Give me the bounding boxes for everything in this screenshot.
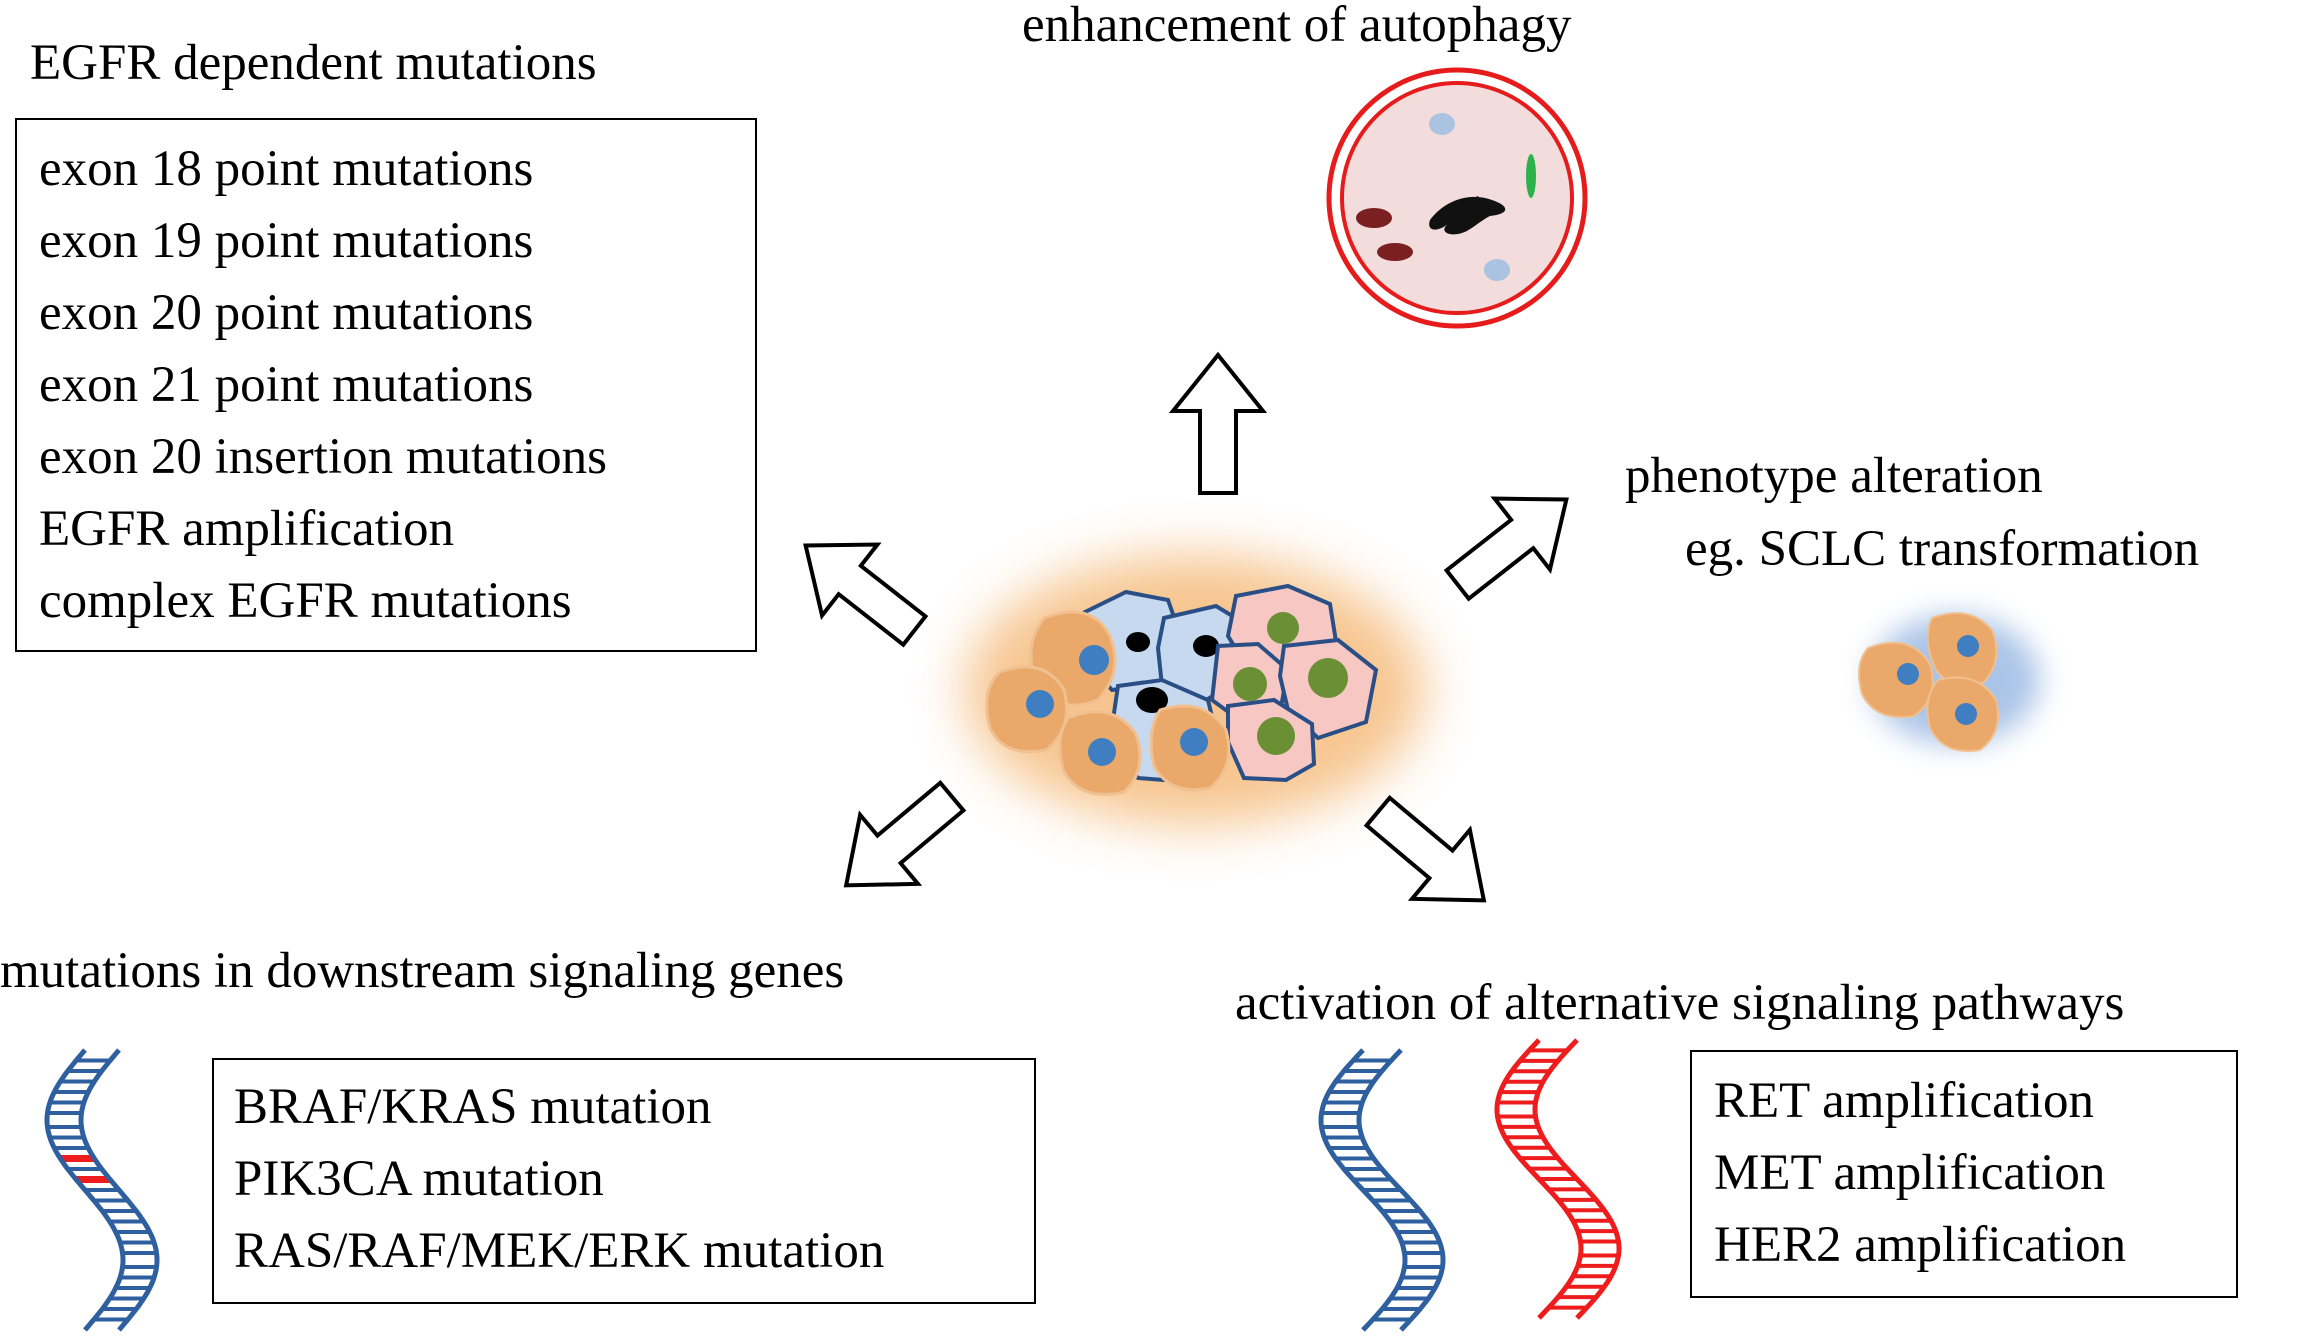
- list-item: exon 20 point mutations: [39, 285, 534, 341]
- dna-backbone: [1356, 1048, 1446, 1332]
- dna-strand-red-icon: [1494, 1038, 1622, 1320]
- dna-strand-mutated-icon: [44, 1048, 160, 1332]
- list-item: BRAF/KRAS mutation: [234, 1079, 712, 1135]
- list-item: PIK3CA mutation: [234, 1151, 604, 1207]
- dna-backbone: [78, 1048, 160, 1332]
- downstream-title: mutations in downstream signaling genes: [0, 943, 845, 999]
- dna-strand-blue-icon: [1318, 1048, 1446, 1332]
- arrow-upper-right: [1443, 496, 1569, 602]
- list-item: RET amplification: [1714, 1073, 2095, 1129]
- dna-backbone: [1532, 1038, 1622, 1320]
- downstream-mutation-list: BRAF/KRAS mutation PIK3CA mutation RAS/R…: [212, 1058, 1036, 1304]
- arrow-lower-left: [843, 780, 967, 888]
- list-item: EGFR amplification: [39, 501, 455, 557]
- autophagosome-icon: [1326, 67, 1588, 329]
- list-item: exon 19 point mutations: [39, 213, 534, 269]
- sclc-cell-cluster: [1858, 612, 2040, 752]
- list-item: MET amplification: [1714, 1145, 2106, 1201]
- phenotype-subtitle: eg. SCLC transformation: [1685, 521, 2200, 577]
- arrow-upper-left: [803, 542, 929, 648]
- list-item: HER2 amplification: [1714, 1217, 2127, 1273]
- arrow-up: [1168, 351, 1268, 495]
- list-item: exon 18 point mutations: [39, 141, 534, 197]
- alternative-pathway-list: RET amplification MET amplification HER2…: [1690, 1050, 2238, 1298]
- list-item: complex EGFR mutations: [39, 573, 572, 629]
- dna-backbone: [1494, 1038, 1584, 1320]
- list-item: RAS/RAF/MEK/ERK mutation: [234, 1223, 885, 1279]
- alternative-title: activation of alternative signaling path…: [1235, 975, 2125, 1031]
- dna-backbone: [44, 1048, 126, 1332]
- list-item: exon 20 insertion mutations: [39, 429, 608, 485]
- egfr-section-title: EGFR dependent mutations: [30, 35, 597, 91]
- phenotype-title: phenotype alteration: [1625, 448, 2043, 504]
- dna-backbone: [1318, 1048, 1408, 1332]
- autophagy-title: enhancement of autophagy: [1022, 0, 1572, 53]
- arrow-lower-right: [1363, 795, 1487, 903]
- egfr-mutation-list: exon 18 point mutations exon 19 point mu…: [15, 118, 757, 652]
- list-item: exon 21 point mutations: [39, 357, 534, 413]
- tumor-cell-cluster: [965, 555, 1425, 825]
